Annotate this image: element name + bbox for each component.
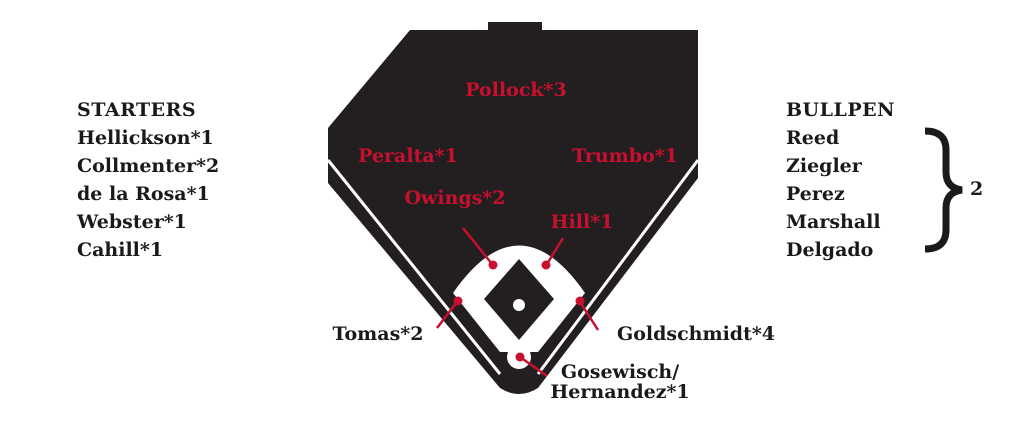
third-base-marker xyxy=(453,296,463,306)
shortstop-label: Owings*2 xyxy=(404,187,505,209)
catcher-marker xyxy=(515,352,525,362)
bullpen-item: Ziegler xyxy=(786,155,862,177)
shortstop-leader xyxy=(462,227,493,265)
bullpen-heading: BULLPEN xyxy=(786,99,895,121)
second-base-leader xyxy=(545,237,565,265)
first-base-marker xyxy=(575,296,585,306)
bullpen-list: BULLPEN Reed Ziegler Perez Marshall Delg… xyxy=(786,96,895,264)
field-shape xyxy=(328,22,698,394)
second-base-marker xyxy=(541,260,551,270)
bullpen-item: Reed xyxy=(786,127,840,149)
catcher-label-line1: Gosewisch/ xyxy=(561,361,679,383)
starter-item: Collmenter*2 xyxy=(77,155,220,177)
center-field-label: Pollock*3 xyxy=(465,79,566,101)
bullpen-count: 2 xyxy=(970,178,984,200)
first-base-leader xyxy=(578,301,600,331)
bullpen-item: Delgado xyxy=(786,239,874,261)
starter-item: Webster*1 xyxy=(77,211,187,233)
bullpen-item: Perez xyxy=(786,183,845,205)
right-foul-line xyxy=(536,159,700,375)
left-foul-line xyxy=(326,159,502,375)
catcher-label-line2: Hernandez*1 xyxy=(550,381,689,403)
starters-list: STARTERS Hellickson*1 Collmenter*2 de la… xyxy=(77,96,219,264)
second-base-label: Hill*1 xyxy=(551,211,614,233)
catcher-leader xyxy=(519,355,548,378)
third-base-leader xyxy=(436,301,458,329)
bullpen-item: Marshall xyxy=(786,211,881,233)
starter-item: de la Rosa*1 xyxy=(77,183,210,205)
third-base-label: Tomas*2 xyxy=(333,323,424,345)
pitchers-mound xyxy=(513,299,525,311)
first-base-label: Goldschmidt*4 xyxy=(617,323,775,345)
right-field-label: Trumbo*1 xyxy=(572,145,678,167)
starter-item: Hellickson*1 xyxy=(77,127,214,149)
starter-item: Cahill*1 xyxy=(77,239,164,261)
left-field-label: Peralta*1 xyxy=(358,145,458,167)
bullpen-brace xyxy=(924,127,963,253)
shortstop-marker xyxy=(488,260,498,270)
starters-heading: STARTERS xyxy=(77,99,197,121)
